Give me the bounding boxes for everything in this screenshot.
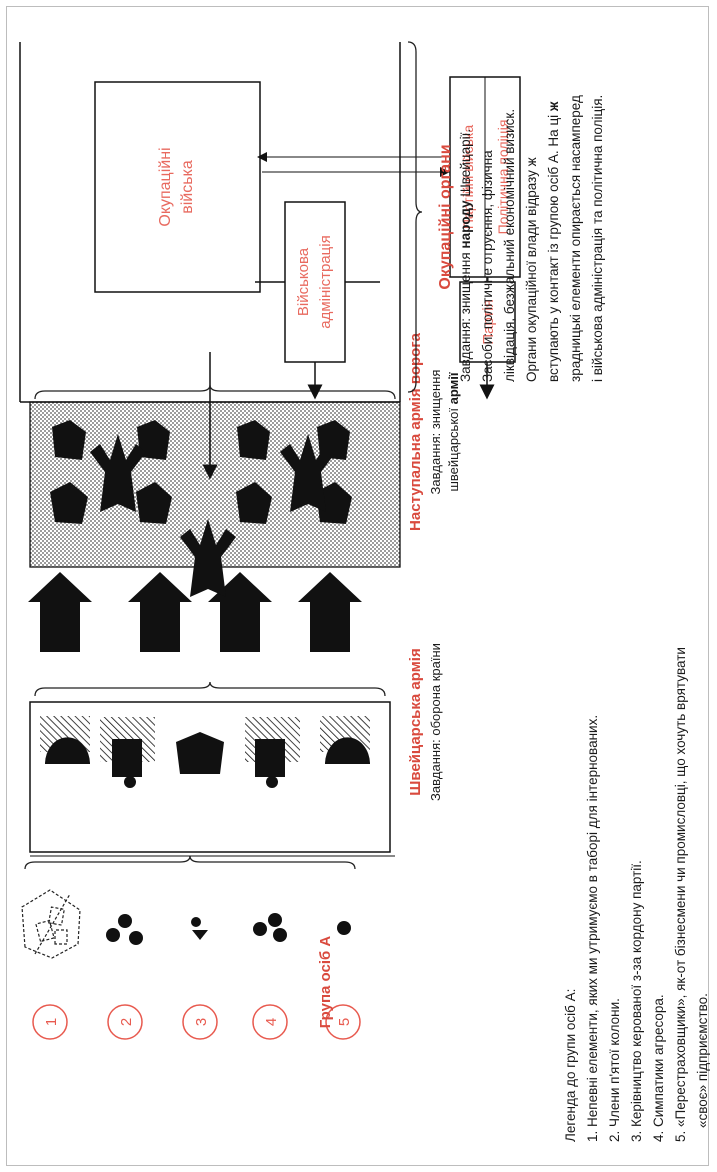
group-a-number-3: 3 (193, 1018, 210, 1026)
legend-item-6: «своє» підприємство. (695, 993, 710, 1128)
occupation-troops-label-1: Окупаційні (157, 147, 174, 226)
legend-item-2: 2. Члени п'ятої колони. (607, 998, 622, 1142)
group-a: 1 2 3 4 5 Група (21, 855, 361, 1040)
group-a-number-circles (32, 1004, 361, 1040)
bunker-icon-2 (320, 716, 370, 764)
party-troops-label: Партійні війська (460, 125, 476, 229)
tank-icon (176, 732, 224, 774)
military-admin-label-2: адміністрація (317, 235, 334, 328)
enemy-tank-icon-7 (316, 482, 352, 524)
occupation-line-1-pre: Завдання: знищення (458, 249, 473, 382)
occupation-line-6: зрадницькі елементи опирається насампере… (568, 95, 583, 382)
group-a-number-1: 1 (43, 1018, 60, 1026)
occupation-line-7: і військова адміністрація та політична п… (590, 95, 605, 382)
political-police-label: Політична поліція (495, 120, 511, 235)
enemy-tank-icon-6 (237, 420, 270, 460)
enemy-army: Наступальна армія ворога Завдання: знище… (29, 332, 461, 597)
legend-item-3: 3. Керівництво керованої з-за кордону па… (629, 860, 644, 1142)
enemy-army-title: Наступальна армія ворога (407, 332, 424, 531)
legend: Легенда до групи осіб А: 1. Непевні елем… (563, 647, 710, 1142)
party-label: Партія (480, 299, 497, 344)
internment-camp-icon (21, 889, 81, 959)
occupation-title: Окупаційні органи (437, 144, 454, 289)
swiss-army-title: Швейцарська армія (407, 648, 424, 795)
group-a-title: Група осіб А (317, 936, 334, 1029)
group-a-number-2: 2 (118, 1018, 135, 1026)
occupation-line-1-post: Швейцарії. (458, 129, 473, 200)
legend-item-1: 1. Непевні елементи, яких ми утримуємо в… (585, 715, 600, 1142)
enemy-army-task-line2: швейцарської армії (446, 372, 461, 491)
enemy-tank-icon (50, 482, 88, 524)
enemy-army-task-bold: армії (446, 372, 461, 404)
attack-arrows (28, 572, 362, 652)
enemy-tank-icon-5 (236, 482, 272, 524)
soldier-trench-icon-2 (245, 717, 300, 788)
group-a-number-5: 5 (336, 1018, 353, 1026)
legend-item-4: 4. Симпатики агресора. (651, 994, 666, 1142)
bunker-icon (40, 716, 90, 764)
enemy-plane-icon-2 (280, 434, 336, 512)
attack-arrow-2 (128, 572, 192, 652)
legend-title: Легенда до групи осіб А: (563, 989, 578, 1142)
enemy-tank-icon-3 (136, 482, 172, 524)
enemy-army-task-line1: Завдання: знищення (428, 370, 443, 495)
occupation-line-1-bold: народу (458, 200, 473, 249)
enemy-army-brace (34, 384, 396, 400)
attack-arrow-4 (298, 572, 362, 652)
enemy-plane-icon-3 (180, 519, 236, 597)
military-admin-label-1: Військова (295, 247, 312, 316)
attack-arrow-1 (28, 572, 92, 652)
occupation-line-5-pre: вступають у контакт із групою осіб А. На… (546, 111, 561, 382)
soldier-trench-icon (100, 717, 155, 788)
swiss-army: Швейцарська армія Завдання: оборона краї… (29, 643, 443, 857)
occupation-description: Завдання: знищення народу Швейцарії. Зас… (458, 95, 605, 382)
occupation-troops-box (94, 81, 261, 293)
group-a-number-4: 4 (263, 1018, 280, 1026)
enemy-army-task-prefix: швейцарської (446, 404, 461, 491)
occupation-brace (407, 41, 423, 393)
fifth-column-icon (106, 914, 143, 945)
enemy-tank-icon-2 (52, 420, 86, 460)
reinsurers-icon (337, 921, 351, 935)
occupation-organs: Окупаційні війська Військова адміністрац… (19, 41, 521, 403)
page-frame (6, 6, 709, 1166)
occupation-line-5-bold: ж (546, 101, 561, 112)
enemy-units (50, 420, 352, 597)
group-a-brace (24, 855, 356, 870)
enemy-tank-icon-4 (137, 420, 170, 460)
occupation-line-1: Завдання: знищення народу Швейцарії. (458, 129, 473, 382)
military-admin-box (284, 201, 346, 363)
legend-item-5: 5. «Перестраховщики», як-от бізнесмени ч… (673, 647, 688, 1142)
occupation-line-2: Засоби: політичне отруєння, фізична (480, 150, 495, 382)
party-leadership-icon (191, 917, 208, 940)
occupation-line-4: Органи окупаційної влади відразу ж (524, 157, 539, 382)
occupation-troops-label-2: війська (179, 160, 196, 214)
swiss-army-brace (34, 681, 386, 697)
enemy-plane-icon (90, 434, 146, 512)
occupation-line-5: вступають у контакт із групою осіб А. На… (546, 101, 561, 382)
sympathizers-icon (253, 913, 287, 942)
occupation-line-3: ліквідація, безжальний економічний визис… (502, 109, 517, 382)
swiss-army-task: Завдання: оборона країни (428, 643, 443, 801)
